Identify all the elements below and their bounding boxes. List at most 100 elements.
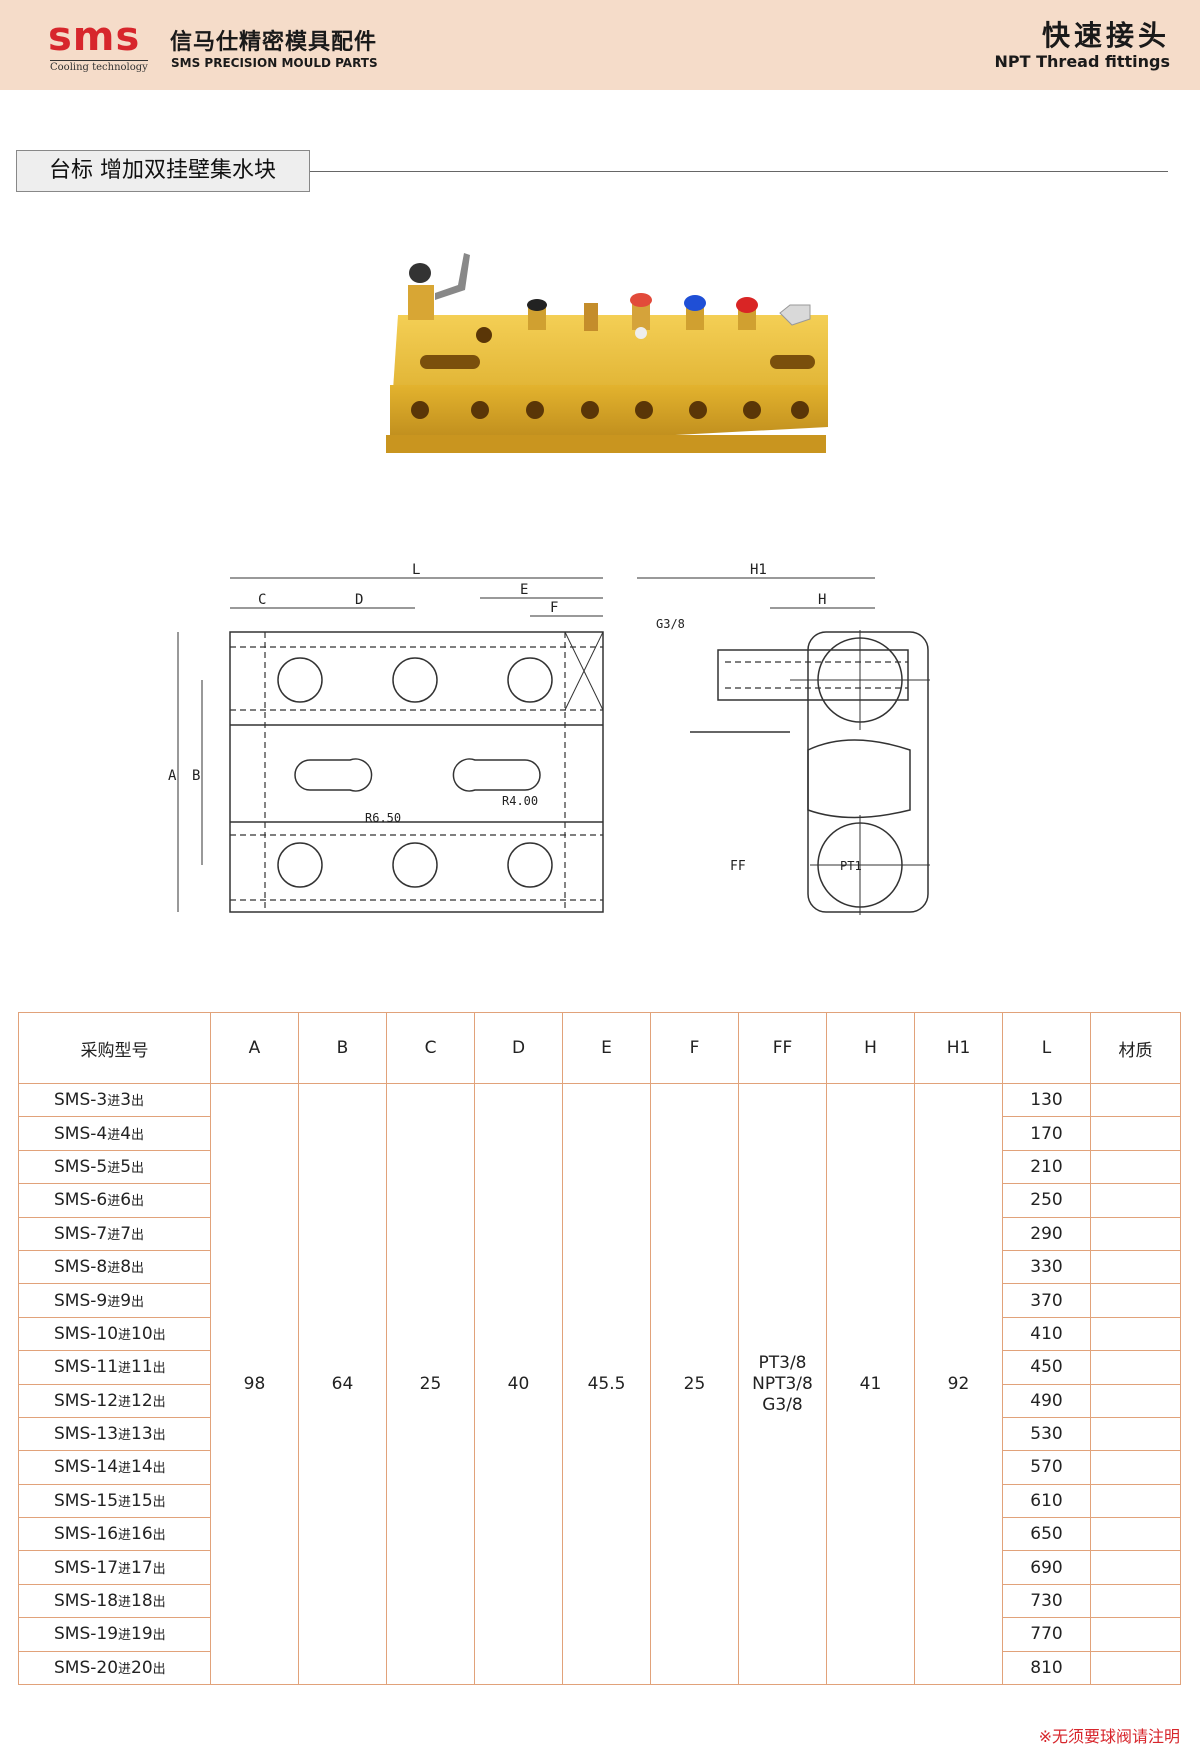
- model-cell: SMS-8进8出: [18, 1249, 211, 1285]
- outlet-char: 出: [131, 1127, 145, 1143]
- material-cell: [1090, 1216, 1181, 1251]
- inlet-char: 进: [118, 1394, 132, 1410]
- outlet-count: 13: [131, 1424, 153, 1445]
- dim-D: D: [355, 592, 363, 608]
- category-title-en: NPT Thread fittings: [994, 52, 1170, 71]
- material-cell: [1090, 1183, 1181, 1218]
- outlet-count: 15: [131, 1490, 153, 1511]
- inlet-char: 进: [107, 1227, 121, 1243]
- dim-E: E: [520, 582, 528, 598]
- ff-thread-3: G3/8: [762, 1394, 803, 1415]
- length-cell: 690: [1002, 1550, 1091, 1585]
- length-cell: 290: [1002, 1216, 1091, 1251]
- inlet-char: 进: [118, 1428, 132, 1444]
- model-cell: SMS-14进14出: [18, 1450, 211, 1485]
- model-prefix: SMS-10: [54, 1323, 119, 1344]
- model-cell: SMS-7进7出: [18, 1216, 211, 1251]
- material-cell: [1090, 1617, 1181, 1652]
- model-prefix: SMS-7: [54, 1223, 108, 1244]
- model-prefix: SMS-20: [54, 1657, 119, 1678]
- outlet-count: 10: [131, 1323, 153, 1344]
- outlet-char: 出: [152, 1394, 166, 1410]
- model-prefix: SMS-8: [54, 1257, 108, 1278]
- outlet-char: 出: [131, 1227, 145, 1243]
- length-cell: 730: [1002, 1583, 1091, 1619]
- length-cell: 490: [1002, 1383, 1091, 1418]
- length-cell: 530: [1002, 1416, 1091, 1452]
- outlet-count: 18: [131, 1591, 153, 1612]
- outlet-char: 出: [131, 1261, 145, 1277]
- outlet-char: 出: [152, 1494, 166, 1510]
- material-cell: [1090, 1450, 1181, 1485]
- outlet-count: 4: [120, 1123, 132, 1144]
- model-cell: SMS-9进9出: [18, 1283, 211, 1318]
- col-header-h: H: [826, 1012, 915, 1084]
- material-cell: [1090, 1416, 1181, 1452]
- thread-label-pt: PT1: [840, 859, 862, 873]
- inlet-char: 进: [118, 1461, 132, 1477]
- col-header-model: 采购型号: [18, 1012, 211, 1084]
- outlet-char: 出: [152, 1461, 166, 1477]
- outlet-count: 5: [120, 1156, 132, 1177]
- model-cell: SMS-4进4出: [18, 1116, 211, 1151]
- outlet-char: 出: [152, 1528, 166, 1544]
- model-prefix: SMS-6: [54, 1190, 108, 1211]
- inlet-char: 进: [107, 1294, 121, 1310]
- outlet-char: 出: [131, 1194, 145, 1210]
- inlet-char: 进: [118, 1661, 132, 1677]
- outlet-count: 19: [131, 1624, 153, 1645]
- company-name-en: SMS PRECISION MOULD PARTS: [171, 56, 378, 70]
- company-name-cn: 信马仕精密模具配件: [170, 30, 378, 55]
- table-header-row: 采购型号 A B C D E F FF H H1 L 材质: [18, 1012, 1181, 1084]
- model-prefix: SMS-13: [54, 1424, 119, 1445]
- model-prefix: SMS-4: [54, 1123, 108, 1144]
- length-cell: 330: [1002, 1249, 1091, 1285]
- shared-value-f: 25: [650, 1082, 739, 1686]
- footnote: ※无须要球阀请注明: [1038, 1727, 1180, 1746]
- outlet-count: 7: [120, 1223, 132, 1244]
- material-cell: [1090, 1383, 1181, 1418]
- inlet-char: 进: [118, 1528, 132, 1544]
- outlet-count: 16: [131, 1524, 153, 1545]
- material-cell: [1090, 1350, 1181, 1385]
- outlet-char: 出: [131, 1294, 145, 1310]
- ff-thread-2: NPT3/8: [752, 1373, 813, 1394]
- length-cell: 130: [1002, 1082, 1091, 1118]
- dim-H: H: [818, 592, 826, 608]
- length-cell: 450: [1002, 1350, 1091, 1385]
- sms-logo: sms Cooling technology: [48, 14, 154, 76]
- outlet-count: 12: [131, 1390, 153, 1411]
- col-header-ff: FF: [738, 1012, 827, 1084]
- length-cell: 410: [1002, 1316, 1091, 1352]
- material-cell: [1090, 1116, 1181, 1151]
- material-cell: [1090, 1650, 1181, 1686]
- material-cell: [1090, 1249, 1181, 1285]
- length-cell: 610: [1002, 1483, 1091, 1519]
- model-prefix: SMS-9: [54, 1290, 108, 1311]
- col-header-f: F: [650, 1012, 739, 1084]
- model-prefix: SMS-11: [54, 1357, 119, 1378]
- outlet-char: 出: [131, 1160, 145, 1176]
- inlet-char: 进: [118, 1327, 132, 1343]
- outlet-char: 出: [152, 1361, 166, 1377]
- table-row: SMS-7进7出 290: [18, 1216, 1181, 1251]
- length-cell: 650: [1002, 1517, 1091, 1552]
- logo-subtitle: Cooling technology: [50, 60, 148, 73]
- thread-label-g: G3/8: [656, 617, 685, 631]
- length-cell: 810: [1002, 1650, 1091, 1686]
- model-cell: SMS-6进6出: [18, 1183, 211, 1218]
- model-cell: SMS-11进11出: [18, 1350, 211, 1385]
- inlet-char: 进: [118, 1628, 132, 1644]
- outlet-count: 11: [131, 1357, 153, 1378]
- page-header: sms Cooling technology 信马仕精密模具配件 SMS PRE…: [0, 0, 1200, 90]
- radius-label-1: R6.50: [365, 811, 401, 825]
- outlet-count: 9: [120, 1290, 132, 1311]
- shared-value-d: 40: [474, 1082, 563, 1686]
